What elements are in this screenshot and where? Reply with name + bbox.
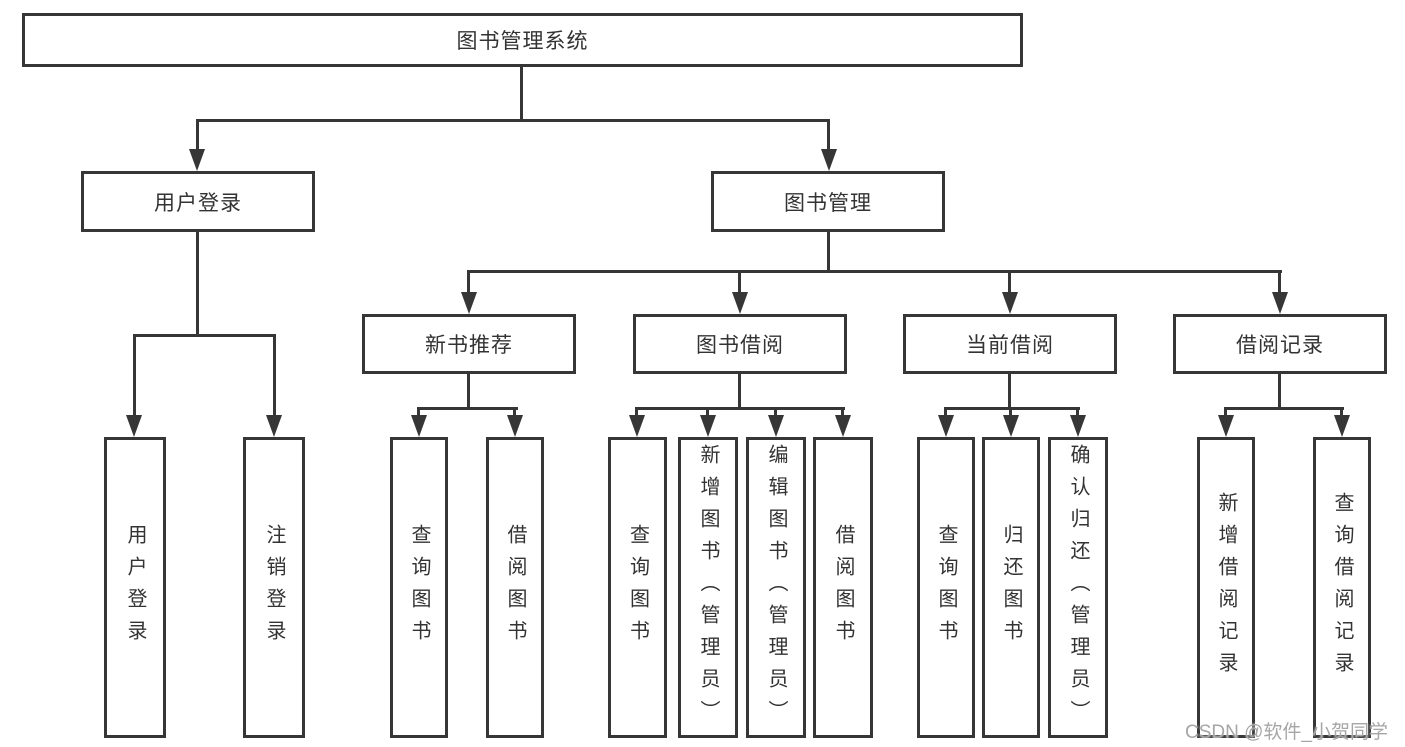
- leaf-borrow-book-recommend-label: 借阅图书: [504, 523, 526, 652]
- node-new-book-recommend: 新书推荐: [362, 314, 576, 374]
- arrow-down-book-management: [821, 149, 837, 171]
- node-borrow-record: 借阅记录: [1173, 314, 1387, 374]
- leaf-add-book-admin-label: 新增图书（管理员）: [697, 443, 719, 732]
- connector-drop-add-borrow-record: [1224, 407, 1227, 417]
- connector-new-book-recommend-stem: [467, 374, 470, 410]
- arrow-down-borrow-book-recommend: [507, 415, 523, 437]
- connector-user-login-stem: [196, 232, 199, 337]
- connector-new-book-recommend-crossbar: [418, 407, 518, 410]
- node-root-label: 图书管理系统: [456, 30, 589, 53]
- connector-current-borrow-stem: [1008, 374, 1011, 410]
- connector-drop-borrow-book-recommend: [513, 407, 516, 417]
- connector-book-management-crossbar: [468, 270, 1282, 273]
- connector-drop-new-book-recommend: [467, 270, 470, 294]
- leaf-query-book-recommend: 查询图书: [390, 437, 448, 738]
- arrow-down-borrow-record: [1272, 292, 1288, 314]
- connector-drop-current-borrow: [1008, 270, 1011, 294]
- connector-drop-query-book-borrow: [635, 407, 638, 417]
- leaf-query-book-borrow: 查询图书: [608, 437, 667, 738]
- leaf-confirm-return-admin: 确认归还（管理员）: [1048, 437, 1108, 738]
- node-current-borrow: 当前借阅: [903, 314, 1117, 374]
- leaf-edit-book-admin: 编辑图书（管理员）: [746, 437, 806, 738]
- connector-drop-book-borrow: [738, 270, 741, 294]
- arrow-down-book-borrow: [732, 292, 748, 314]
- leaf-logout-label: 注销登录: [263, 523, 285, 652]
- node-root: 图书管理系统: [22, 13, 1023, 67]
- leaf-query-book-borrow-label: 查询图书: [626, 523, 649, 652]
- connector-user-login-crossbar: [133, 334, 276, 337]
- arrow-down-query-borrow-record: [1334, 415, 1350, 437]
- connector-root-stem: [520, 66, 523, 122]
- node-book-management-label: 图书管理: [784, 191, 872, 215]
- connector-root-crossbar: [196, 119, 830, 122]
- node-current-borrow-label: 当前借阅: [966, 334, 1054, 357]
- arrow-down-confirm-return: [1070, 415, 1086, 437]
- arrow-down-current-borrow: [1002, 292, 1018, 314]
- arrow-down-leaf-logout: [266, 415, 282, 437]
- connector-drop-confirm-return: [1076, 407, 1079, 417]
- leaf-query-book-recommend-label: 查询图书: [408, 523, 430, 652]
- leaf-edit-book-admin-label: 编辑图书（管理员）: [765, 443, 787, 732]
- arrow-down-leaf-user-login: [126, 415, 142, 437]
- leaf-return-book: 归还图书: [982, 437, 1040, 738]
- connector-drop-book-management: [827, 119, 830, 151]
- node-borrow-record-label: 借阅记录: [1236, 334, 1324, 357]
- leaf-borrow-book: 借阅图书: [813, 437, 873, 738]
- connector-drop-query-book-current: [944, 407, 947, 417]
- connector-book-borrow-stem: [738, 374, 741, 410]
- connector-borrow-record-stem: [1278, 374, 1281, 410]
- leaf-query-book-current-label: 查询图书: [935, 523, 957, 652]
- arrow-down-add-book-admin: [700, 415, 716, 437]
- connector-drop-leaf-logout: [273, 334, 276, 416]
- connector-drop-query-borrow-record: [1340, 407, 1343, 417]
- leaf-logout: 注销登录: [243, 437, 305, 738]
- connector-drop-edit-book-admin: [774, 407, 777, 417]
- connector-borrow-record-crossbar: [1224, 407, 1344, 410]
- node-book-borrow: 图书借阅: [633, 314, 847, 374]
- leaf-query-borrow-record: 查询借阅记录: [1313, 437, 1371, 738]
- arrow-down-add-borrow-record: [1218, 415, 1234, 437]
- leaf-borrow-book-recommend: 借阅图书: [486, 437, 544, 738]
- connector-drop-leaf-user-login: [133, 334, 136, 416]
- arrow-down-edit-book-admin: [768, 415, 784, 437]
- arrow-down-query-book-borrow: [629, 415, 645, 437]
- leaf-confirm-return-admin-label: 确认归还（管理员）: [1067, 443, 1089, 732]
- node-book-management: 图书管理: [711, 171, 945, 232]
- node-book-borrow-label: 图书借阅: [696, 334, 784, 357]
- leaf-user-login-label: 用户登录: [124, 523, 146, 652]
- arrow-down-new-book-recommend: [461, 292, 477, 314]
- connector-drop-borrow-book: [841, 407, 844, 417]
- connector-book-borrow-crossbar: [635, 407, 845, 410]
- arrow-down-query-book-recommend: [411, 415, 427, 437]
- arrow-down-query-book-current: [938, 415, 954, 437]
- connector-book-management-stem: [827, 232, 830, 273]
- connector-drop-query-book-recommend: [417, 407, 420, 417]
- arrow-down-borrow-book: [835, 415, 851, 437]
- connector-drop-add-book-admin: [706, 407, 709, 417]
- arrow-down-user-login: [189, 149, 205, 171]
- csdn-watermark: CSDN @软件_小贺同学: [1185, 722, 1388, 743]
- leaf-user-login: 用户登录: [104, 437, 166, 738]
- node-user-login-label: 用户登录: [154, 191, 242, 215]
- leaf-return-book-label: 归还图书: [1000, 523, 1022, 652]
- leaf-add-book-admin: 新增图书（管理员）: [678, 437, 738, 738]
- node-new-book-recommend-label: 新书推荐: [425, 334, 513, 357]
- leaf-query-borrow-record-label: 查询借阅记录: [1331, 491, 1353, 684]
- leaf-add-borrow-record-label: 新增借阅记录: [1215, 491, 1237, 684]
- connector-drop-borrow-record: [1278, 270, 1281, 294]
- leaf-add-borrow-record: 新增借阅记录: [1197, 437, 1255, 738]
- node-user-login: 用户登录: [81, 171, 315, 232]
- leaf-query-book-current: 查询图书: [917, 437, 975, 738]
- arrow-down-return-book: [1003, 415, 1019, 437]
- connector-drop-return-book: [1009, 407, 1012, 417]
- connector-drop-user-login: [196, 119, 199, 151]
- connector-current-borrow-crossbar: [944, 407, 1080, 410]
- leaf-borrow-book-label: 借阅图书: [832, 523, 854, 652]
